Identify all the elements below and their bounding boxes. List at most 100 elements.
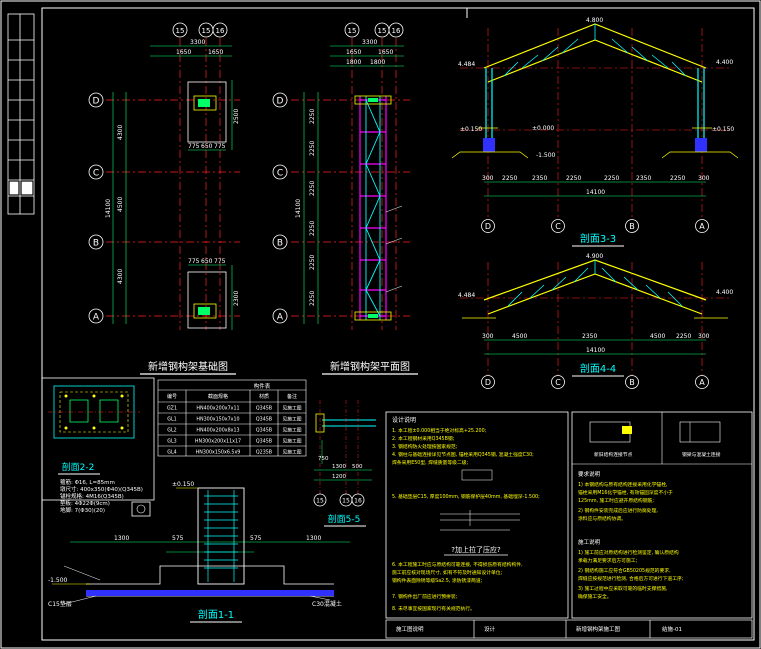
detail-b-2: 2) 钢结构施工应符合GB50205规范的要求, xyxy=(578,567,671,574)
detail-node-b-label: 钢梁与混凝土连接 xyxy=(682,451,721,458)
foundation-plan xyxy=(90,38,240,330)
dim-right-0: 2500 xyxy=(233,109,240,124)
s33-bay-6: 2250 xyxy=(670,175,685,182)
dim-pad-b1: 650 xyxy=(201,143,213,150)
s55-axis-15: 15 xyxy=(316,498,324,505)
general-note-8: 钢构件表面除锈等级Sa2.5, 涂防锈漆两道; xyxy=(392,577,483,584)
dim-pad-b2: 775 xyxy=(214,143,226,150)
s33-bay-4: 2250 xyxy=(604,175,619,182)
general-note-1: 2. 本工程钢材采用Q345B钢; xyxy=(392,435,455,442)
s44-axis-bubbles xyxy=(481,375,709,389)
frame-axis-label-b: B xyxy=(277,239,283,249)
dim-top-a1: 1650 xyxy=(176,49,191,56)
s44-total: 14100 xyxy=(586,347,605,354)
table-cell: 见施工图 xyxy=(282,438,301,445)
s44-bay-5: 300 xyxy=(698,333,710,340)
detail-a-1: 锚栓采用M16化学锚栓, 有效锚固深度不小于 xyxy=(578,489,673,496)
s44-axis-d: D xyxy=(485,378,491,387)
s33-axis-a: A xyxy=(699,222,705,231)
s11-level-top: ±0.150 xyxy=(172,481,194,488)
table-cell: 见施工图 xyxy=(282,449,301,456)
detail-node-sketches xyxy=(589,421,721,443)
member-th-3: 备注 xyxy=(287,393,297,400)
s44-bay-0: 300 xyxy=(482,333,494,340)
s22-note-3: 垫板: 4Φ22Φ(9cm) xyxy=(60,499,110,507)
s33-title: 剖面3-3 xyxy=(580,232,616,245)
foundation-axis-bubbles xyxy=(88,22,228,324)
member-th-0: 编号 xyxy=(167,393,177,400)
table-cell: 见施工图 xyxy=(282,416,301,423)
frame-dim-3: 2250 xyxy=(309,221,316,236)
s44-level-top: 4.900 xyxy=(586,253,603,260)
table-cell: HN300x150x7x10 xyxy=(196,417,239,423)
s55-dim-0: 750 xyxy=(318,456,329,462)
frame-dim-top-3: 1800 xyxy=(346,59,361,66)
s33-level-zero: ±0.000 xyxy=(532,125,554,132)
member-table-title: 构件表 xyxy=(254,382,271,390)
title-block-sub: 结施-01 xyxy=(662,625,682,633)
section-4-4 xyxy=(460,259,730,378)
table-cell: Q235B xyxy=(256,450,272,456)
s55-title: 剖面5-5 xyxy=(328,513,361,525)
section-1-1 xyxy=(52,487,350,605)
dim-right-2: 2300 xyxy=(233,291,240,306)
s33-level-mid-right: ±0.150 xyxy=(712,126,734,133)
general-note-2: 3. 钢结构防火处理按国家规范; xyxy=(392,443,458,450)
table-cell: HN400x200x7x11 xyxy=(196,406,239,412)
frame-dim-1: 2250 xyxy=(309,141,316,156)
axis-label-15b: 15 xyxy=(202,27,211,35)
frame-axis-bubbles xyxy=(272,22,404,324)
detail-b-1: 承载力满足要求后方可施工; xyxy=(578,557,638,564)
s33-level-neg: -1.500 xyxy=(536,152,556,159)
s44-title: 剖面4-4 xyxy=(580,362,616,375)
s22-note-0: 箍筋: Φ16, L=85mm xyxy=(60,478,115,486)
table-cell: GL3 xyxy=(167,439,176,445)
section-3-3 xyxy=(451,23,739,222)
s55-dim-3: 1200 xyxy=(332,474,346,480)
general-note-4: 焊条采用E50型, 焊缝质量等级二级; xyxy=(392,459,469,466)
frame-dim-top-1: 1650 xyxy=(346,49,361,56)
s33-level-left: 4.484 xyxy=(458,61,475,68)
s55-dim-1: 1300 xyxy=(332,464,346,470)
s33-axis-b: B xyxy=(629,222,635,231)
s55-axis-16: 16 xyxy=(354,498,362,505)
frame-axis-label-15b: 15 xyxy=(378,27,387,35)
detail-title-b: 施工说明 xyxy=(578,538,601,546)
dim-pad-c2: 775 xyxy=(214,258,226,265)
s33-bay-0: 300 xyxy=(482,175,494,182)
s44-bay-2: 2350 xyxy=(582,333,597,340)
frame-axis-label-15: 15 xyxy=(348,27,357,35)
section-2-2-drawing xyxy=(48,385,151,517)
s33-bay-2: 2350 xyxy=(532,175,547,182)
general-note-7: 施工前应核对现场尺寸, 如有不符及时通知设计单位; xyxy=(392,569,503,576)
table-cell: GL2 xyxy=(167,428,176,434)
s44-bay-3: 4500 xyxy=(650,333,665,340)
detail-b-4: 3) 施工过程中应采取可靠的临时支撑措施, xyxy=(578,585,668,592)
s33-axis-d: D xyxy=(485,222,491,231)
detail-node-a-label: 新旧结构连接节点 xyxy=(594,451,633,458)
s44-bay-4: 2250 xyxy=(676,333,691,340)
s33-level-top: 4.800 xyxy=(586,17,603,24)
dim-left-total: 14100 xyxy=(105,199,112,218)
s33-total: 14100 xyxy=(586,189,605,196)
detail-a-2: 125mm, 施工时应避开原结构钢筋; xyxy=(578,497,654,504)
s22-note-1: 墩尺寸: 400x350(Φ40)(Q345B) xyxy=(60,485,143,493)
s55-axis-15b: 15 xyxy=(342,498,350,505)
dim-pad-b0: 775 xyxy=(188,143,200,150)
s55-axis-bubbles xyxy=(313,493,365,507)
table-cell: Q345B xyxy=(256,417,272,423)
s11-title: 剖面1-1 xyxy=(198,608,234,621)
dim-left-3: 4300 xyxy=(117,269,124,284)
s11-label-0: C15垫层 xyxy=(48,600,72,608)
frame-dim-top-2: 1650 xyxy=(378,49,393,56)
table-cell: 见施工图 xyxy=(282,405,301,412)
member-table-body: GZ1 HN400x200x7x11 Q345B 见施工图 GL1 HN300x… xyxy=(167,405,302,456)
s33-bay-5: 2350 xyxy=(636,175,651,182)
s44-axis-c: C xyxy=(555,378,561,387)
frame-dim-5: 2250 xyxy=(309,291,316,306)
detail-a-0: 1) 本钢结构与原有结构连接采用化学锚栓, xyxy=(578,481,668,488)
s44-bay-1: 4500 xyxy=(512,333,527,340)
axis-label-16: 16 xyxy=(216,27,225,35)
